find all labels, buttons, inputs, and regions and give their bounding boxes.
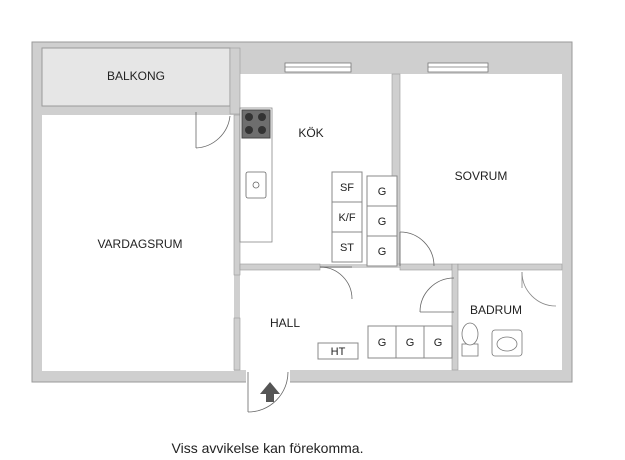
windows — [284, 62, 489, 73]
bathroom-door — [419, 277, 455, 313]
fixture-label-g: G — [378, 337, 387, 349]
kitchen-counter — [239, 107, 273, 243]
fixture-label-st: ST — [340, 242, 354, 254]
storage-kf — [331, 201, 363, 233]
wardrobe-g — [423, 325, 453, 359]
toilet-icon — [461, 322, 479, 357]
room-label-badrum: BADRUM — [470, 303, 522, 317]
kitchen-door — [319, 266, 353, 300]
wardrobe-g — [367, 325, 397, 359]
wardrobe-g — [366, 175, 398, 207]
fixture-label-g: G — [378, 246, 387, 258]
fixture-label-g: G — [378, 186, 387, 198]
room-vardagsrum: VARDAGSRUM — [42, 115, 234, 371]
wardrobe-g — [366, 235, 398, 267]
room-label-hall: HALL — [270, 316, 300, 330]
fixture-label-g: G — [406, 337, 415, 349]
balcony-door — [195, 112, 231, 149]
room-sovrum: SOVRUM — [400, 74, 562, 264]
disclaimer-note: Viss avvikelse kan förekomma. — [171, 440, 364, 456]
wardrobe-g — [366, 205, 398, 237]
hall-wardrobes: G G G — [367, 325, 453, 359]
storage-units-column: SF K/F ST G G G — [331, 171, 398, 267]
room-label-kok: KÖK — [298, 126, 323, 140]
fixture-label-sf: SF — [340, 182, 354, 194]
fixture-label-g: G — [378, 216, 387, 228]
shower-area — [521, 271, 557, 307]
balcony-area: BALKONG — [41, 47, 231, 107]
fixture-label-ht: HT — [331, 346, 346, 358]
storage-sf — [331, 171, 363, 203]
fixture-label-kf: K/F — [338, 212, 355, 224]
bedroom-door — [399, 231, 435, 267]
wardrobe-g — [395, 325, 425, 359]
entrance-door — [247, 371, 289, 413]
stove-icon — [241, 109, 271, 139]
entrance-arrow-icon — [260, 382, 280, 402]
hat-shelf: HT — [317, 342, 359, 360]
storage-st — [331, 231, 363, 263]
room-label-sovrum: SOVRUM — [455, 169, 508, 183]
room-label-vardagsrum: VARDAGSRUM — [97, 237, 182, 251]
fixture-label-g: G — [434, 337, 443, 349]
sink-icon — [245, 171, 267, 199]
room-label-balkong: BALKONG — [107, 69, 165, 83]
washbasin-icon — [491, 329, 523, 357]
